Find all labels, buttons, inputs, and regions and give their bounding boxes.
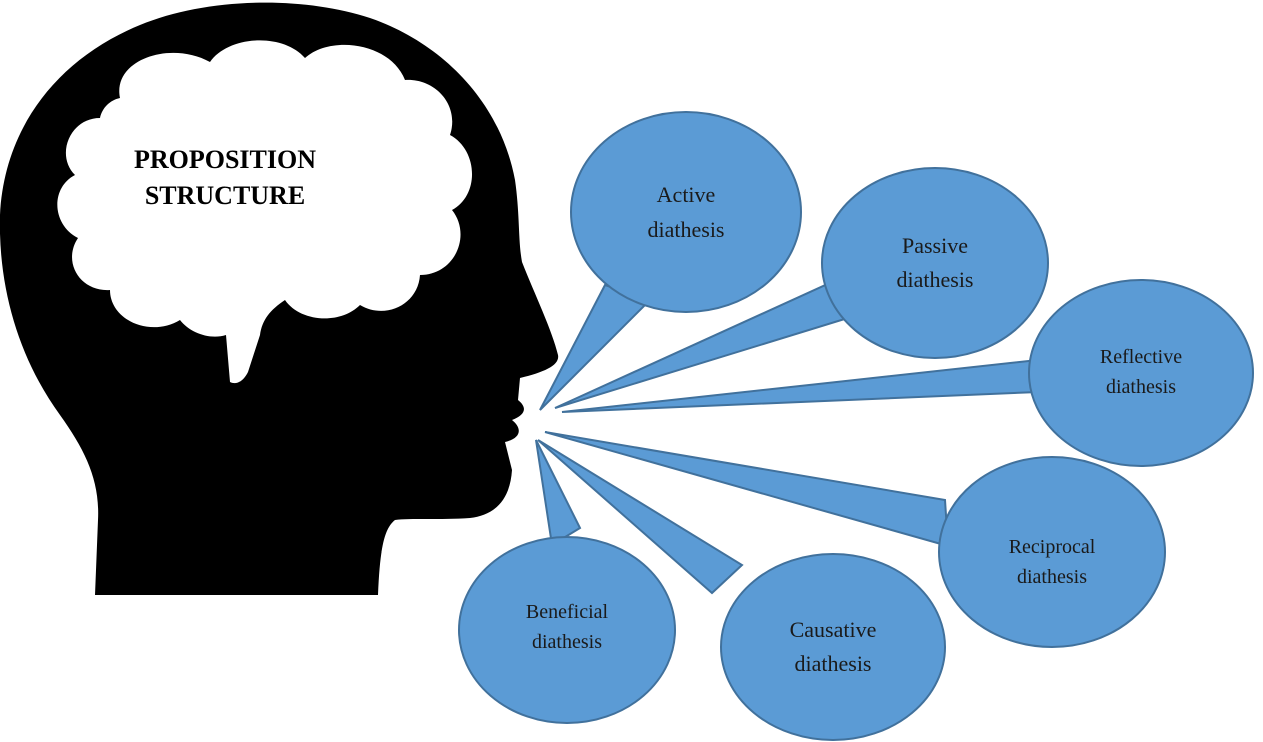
bubble-active-shape <box>570 111 802 313</box>
bubble-causative-tail <box>537 439 744 595</box>
bubble-passive: Passive diathesis <box>554 167 1049 409</box>
bubble-reciprocal: Reciprocal diathesis <box>544 431 1166 648</box>
bubble-active-line-2: diathesis <box>648 217 725 242</box>
bubble-reciprocal-shape <box>938 456 1166 648</box>
bubble-causative: Causative diathesis <box>537 439 946 741</box>
bubble-causative-line-2: diathesis <box>795 651 872 676</box>
bubble-reciprocal-line-1: Reciprocal <box>1009 536 1096 558</box>
bubble-reflective-line-1: Reflective <box>1100 346 1182 368</box>
bubble-beneficial-line-1: Beneficial <box>526 601 609 623</box>
bubble-reflective: Reflective diathesis <box>561 279 1254 467</box>
bubble-active-line-1: Active <box>657 182 716 207</box>
bubble-active: Active diathesis <box>539 111 802 411</box>
brain-label-line-1: PROPOSITION <box>134 145 316 174</box>
bubble-passive-line-2: diathesis <box>897 267 974 292</box>
bubble-causative-line-1: Causative <box>790 617 877 642</box>
bubble-beneficial: Beneficial diathesis <box>458 439 676 724</box>
bubble-causative-shape <box>720 553 946 741</box>
bubble-reflective-line-2: diathesis <box>1106 376 1176 398</box>
bubble-beneficial-line-2: diathesis <box>532 631 602 653</box>
brain-label-line-2: STRUCTURE <box>145 181 305 210</box>
bubble-reflective-tail <box>561 358 1039 413</box>
bubble-passive-line-1: Passive <box>902 233 968 258</box>
bubble-passive-shape <box>821 167 1049 359</box>
bubble-reciprocal-line-2: diathesis <box>1017 566 1087 588</box>
brain-cloud <box>57 40 473 384</box>
bubble-reflective-shape <box>1028 279 1254 467</box>
bubble-beneficial-shape <box>458 536 676 724</box>
